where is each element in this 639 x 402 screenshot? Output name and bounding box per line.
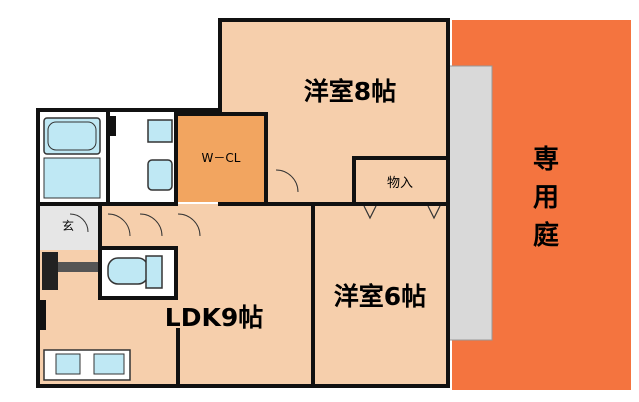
label-storage: 物入 <box>387 176 413 191</box>
label-ldk: LDK9帖 <box>165 303 263 332</box>
kitchen-stove <box>93 353 125 375</box>
bath-floor <box>43 157 101 199</box>
bathtub <box>43 117 101 155</box>
shoe-cabinet <box>42 252 58 290</box>
label-walk-in-closet: W－CL <box>202 151 241 165</box>
walls <box>36 18 450 388</box>
label-entrance: 玄 <box>62 218 74 233</box>
room-walk-in-closet <box>178 116 264 202</box>
washbasin <box>147 119 173 143</box>
toilet-fixture <box>107 257 149 285</box>
label-western-8: 洋室8帖 <box>304 77 396 106</box>
balcony-strip <box>447 65 493 341</box>
storage-door-marks <box>363 205 441 220</box>
kitchen-sink <box>55 353 81 375</box>
label-garden-3: 庭 <box>533 220 559 251</box>
entrance <box>40 204 102 250</box>
room-storage <box>356 160 444 202</box>
label-western-6: 洋室6帖 <box>334 282 426 311</box>
label-garden-2: 用 <box>533 183 559 213</box>
room-western-6 <box>313 204 446 384</box>
washing-machine <box>147 159 173 191</box>
door-swings <box>69 169 299 237</box>
label-garden-1: 専 <box>533 145 559 175</box>
